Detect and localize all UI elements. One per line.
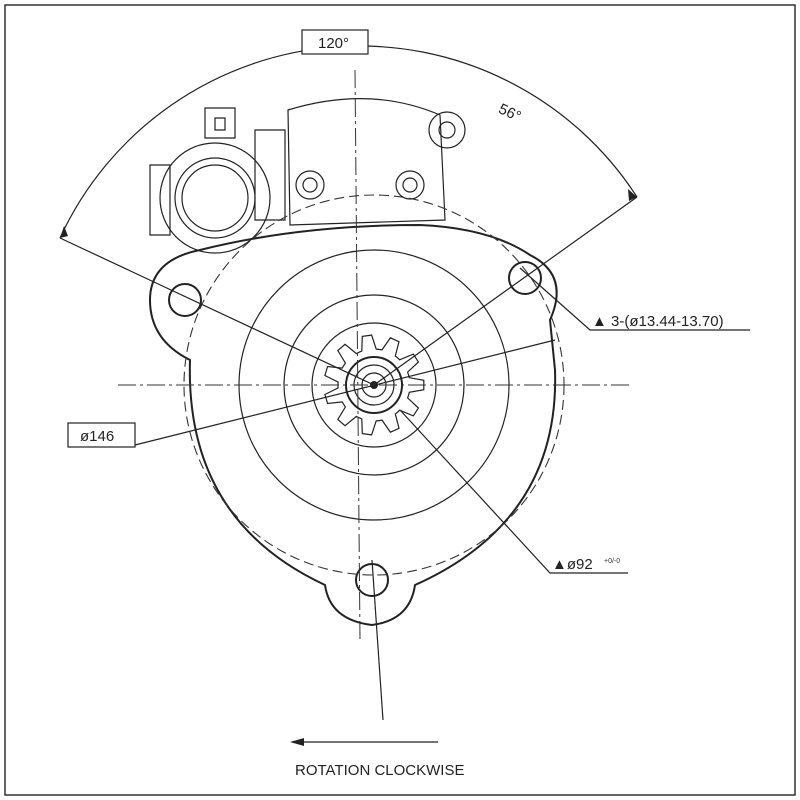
pinion-teeth <box>324 334 425 436</box>
pilot-leader <box>399 409 628 574</box>
angle-line-left <box>59 237 375 386</box>
border-frame <box>4 4 796 796</box>
angle-arc-120 <box>59 45 638 239</box>
rotation-arrow-icon <box>290 738 304 746</box>
angle-56-label: 56° <box>496 100 524 125</box>
angle-line-right <box>373 196 638 386</box>
pinion-gear <box>324 334 425 436</box>
holes-label: ▲ 3-(ø13.44-13.70) <box>592 313 724 330</box>
holes-leader <box>519 267 750 331</box>
bolt-circle-box <box>67 422 136 448</box>
rotation-label: ROTATION CLOCKWISE <box>295 762 464 779</box>
bottom-leader <box>371 559 384 721</box>
bolt-circle-leader <box>134 339 556 446</box>
pilot-label: ▲ø92 <box>552 556 593 573</box>
pilot-circle <box>283 294 465 476</box>
nose-circle <box>311 322 437 448</box>
bolt-circle-label: ø146 <box>80 428 114 445</box>
arc-arrowheads <box>60 189 637 238</box>
mounting-flange <box>148 223 558 627</box>
mounting-holes <box>168 261 542 597</box>
angle-120-box <box>301 29 369 55</box>
angle-120-label: 120° <box>318 35 349 52</box>
vertical-centerline <box>354 69 361 641</box>
solenoid <box>149 98 466 254</box>
pilot-tolerance: +0/-0 <box>604 558 620 565</box>
